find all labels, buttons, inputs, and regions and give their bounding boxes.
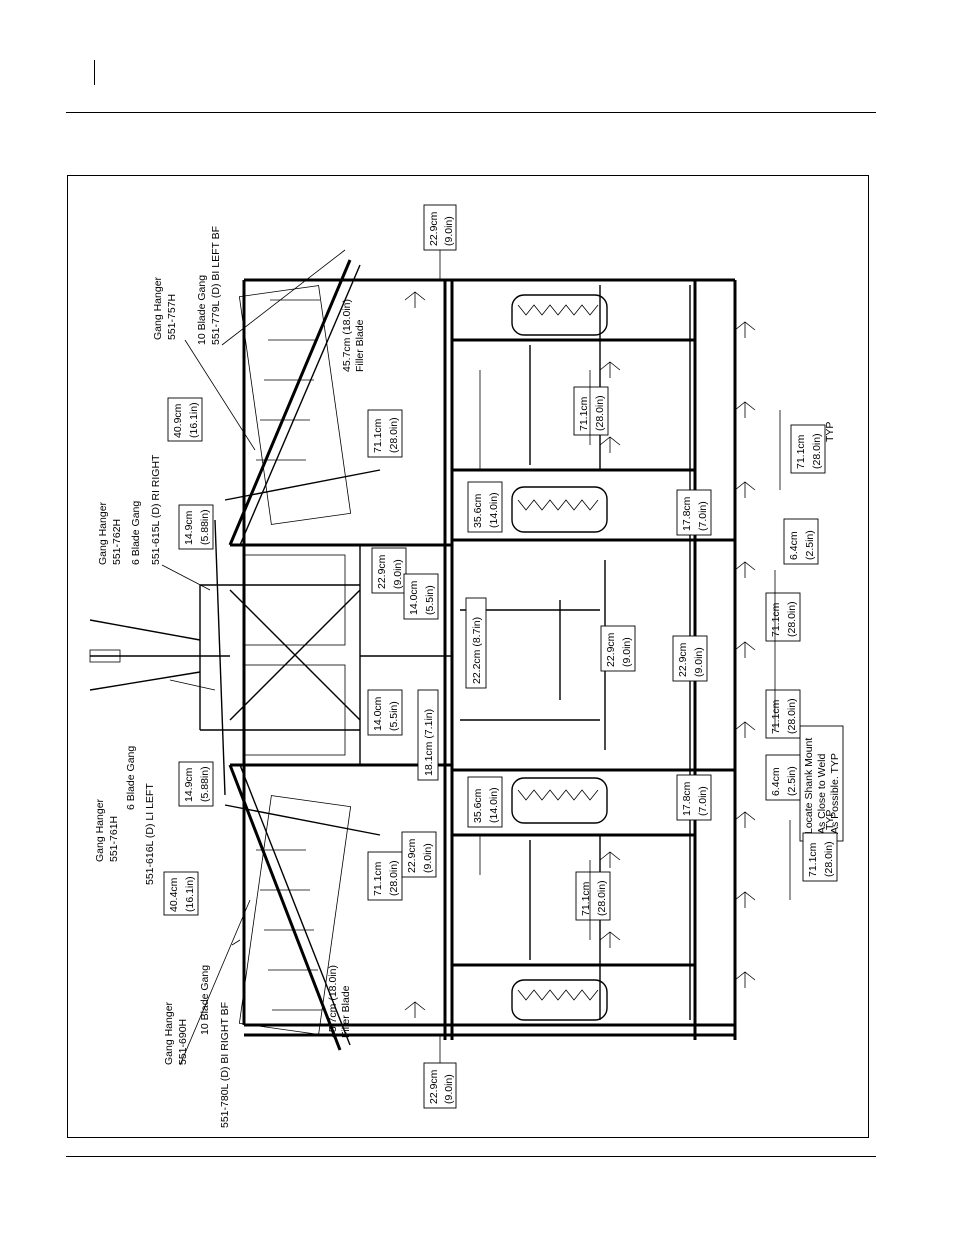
dim-711-h-in: (28.0in) xyxy=(823,841,835,877)
dim-711-d-in: (28.0in) xyxy=(786,601,798,637)
dim-64-a-in: (2.5in) xyxy=(804,530,816,560)
dim-64-a-cm: 6.4cm xyxy=(788,531,800,560)
dim-229-f-cm: 22.9cm xyxy=(406,838,418,873)
dim-409-cm: 40.9cm xyxy=(172,403,184,438)
dim-229-bot-in: (9.0in) xyxy=(443,1074,455,1104)
disc-gangs xyxy=(238,285,352,1035)
dimensions: 22.9cm (9.0in) 22.9cm (9.0in) 40.9cm (16… xyxy=(163,204,838,1109)
dim-409-in: (16.1in) xyxy=(188,402,200,438)
dim-178-b-cm: 17.8cm xyxy=(681,781,693,816)
label-gang-hanger-690-num: 551-690H xyxy=(177,1019,189,1065)
label-10-blade-left: 10 Blade Gang xyxy=(196,275,208,345)
label-filler-bot-a: 45.7cm (18.0in) xyxy=(327,965,339,1038)
shanks xyxy=(404,291,756,1018)
dim-229-d-cm: 22.9cm xyxy=(605,632,617,667)
label-gang-hanger-690: Gang Hanger xyxy=(163,1001,175,1065)
dim-149-top-in: (5.88in) xyxy=(199,509,211,545)
dim-140-b-cm: 14.0cm xyxy=(372,696,384,731)
dim-711-d-cm: 71.1cm xyxy=(770,602,782,637)
footer-rule xyxy=(66,1156,876,1157)
dim-178-a-cm: 17.8cm xyxy=(681,496,693,531)
label-locate-a: Locate Shank Mount xyxy=(803,738,815,834)
dim-356-a-in: (14.0in) xyxy=(488,492,500,528)
dim-711-b-cm: 71.1cm xyxy=(578,396,590,431)
dim-140-a-cm: 14.0cm xyxy=(408,580,420,615)
dim-149-bot-in: (5.88in) xyxy=(199,766,211,802)
dim-64-b-in: (2.5in) xyxy=(786,766,798,796)
label-gang-hanger-757: Gang Hanger xyxy=(152,276,164,340)
tires xyxy=(511,294,608,1021)
dim-178-a-in: (7.0in) xyxy=(697,501,709,531)
dim-711-g-cm: 71.1cm xyxy=(580,881,592,916)
dim-181: 18.1cm (7.1in) xyxy=(423,709,435,776)
dim-711-c-cm: 71.1cm xyxy=(795,434,807,469)
dim-229-c-in: (9.0in) xyxy=(392,559,404,589)
dim-711-e-cm: 71.1cm xyxy=(770,699,782,734)
dim-356-b-cm: 35.6cm xyxy=(472,788,484,823)
label-6-blade-left-num: 551-616L (D) LI LEFT xyxy=(144,783,156,885)
label-typ-top: TYP xyxy=(824,422,836,442)
dim-149-top-cm: 14.9cm xyxy=(183,510,195,545)
label-gang-hanger-762-num: 551-762H xyxy=(111,519,123,565)
dim-229-bot-cm: 22.9cm xyxy=(428,1069,440,1104)
label-6-blade-right-num: 551-615L (D) RI RIGHT xyxy=(150,454,162,565)
label-filler-top-a: 45.7cm (18.0in) xyxy=(341,299,353,372)
dim-711-g-in: (28.0in) xyxy=(596,880,608,916)
dim-711-e-in: (28.0in) xyxy=(786,698,798,734)
label-gang-hanger-762: Gang Hanger xyxy=(97,501,109,565)
dim-711-c-in: (28.0in) xyxy=(811,433,823,469)
dim-229-d-in: (9.0in) xyxy=(621,637,633,667)
dim-711-a-cm: 71.1cm xyxy=(372,418,384,453)
dim-229-f-in: (9.0in) xyxy=(422,843,434,873)
label-gang-hanger-757-num: 551-757H xyxy=(166,294,178,340)
label-locate-c: As Possible. TYP xyxy=(829,753,841,834)
label-gang-hanger-761-num: 551-761H xyxy=(108,816,120,862)
callout-labels: Gang Hanger 551-757H 10 Blade Gang 551-7… xyxy=(94,226,844,1128)
label-10-blade-right-num: 551-780L (D) BI RIGHT BF xyxy=(219,1002,231,1128)
dim-711-b-in: (28.0in) xyxy=(594,395,606,431)
dim-149-bot-cm: 14.9cm xyxy=(183,767,195,802)
label-typ-bot: TYP xyxy=(824,810,836,830)
dim-356-b-in: (14.0in) xyxy=(488,787,500,823)
label-6-blade-left: 6 Blade Gang xyxy=(125,746,137,810)
dim-404-cm: 40.4cm xyxy=(168,877,180,912)
dim-222: 22.2cm (8.7in) xyxy=(471,617,483,684)
dim-229-top-in: (9.0in) xyxy=(443,216,455,246)
header-tick xyxy=(94,60,95,85)
dim-140-b-in: (5.5in) xyxy=(388,701,400,731)
main-frame xyxy=(89,278,737,1040)
dim-711-f-in: (28.0in) xyxy=(388,860,400,896)
label-filler-bot-b: Filler Blade xyxy=(340,985,352,1038)
dim-140-a-in: (5.5in) xyxy=(424,585,436,615)
label-10-blade-right: 10 Blade Gang xyxy=(199,965,211,1035)
dim-404-in: (16.1in) xyxy=(184,876,196,912)
dim-229-e-in: (9.0in) xyxy=(693,647,705,677)
label-filler-top-b: Filler Blade xyxy=(354,319,366,372)
dim-229-c-cm: 22.9cm xyxy=(376,554,388,589)
dim-711-f-cm: 71.1cm xyxy=(372,861,384,896)
label-locate-b: As Close to Weld xyxy=(816,754,828,834)
header-rule xyxy=(66,112,876,113)
dim-178-b-in: (7.0in) xyxy=(697,786,709,816)
dim-229-e-cm: 22.9cm xyxy=(677,642,689,677)
label-10-blade-left-num: 551-779L (D) BI LEFT BF xyxy=(210,226,222,345)
label-gang-hanger-761: Gang Hanger xyxy=(94,798,106,862)
diagram-frame xyxy=(67,175,869,1138)
dim-229-top-cm: 22.9cm xyxy=(428,211,440,246)
dim-356-a-cm: 35.6cm xyxy=(472,493,484,528)
gang-beams xyxy=(214,259,381,1051)
dim-64-b-cm: 6.4cm xyxy=(770,767,782,796)
dim-711-a-in: (28.0in) xyxy=(388,417,400,453)
label-6-blade-right: 6 Blade Gang xyxy=(130,501,142,565)
dim-711-h-cm: 71.1cm xyxy=(807,842,819,877)
